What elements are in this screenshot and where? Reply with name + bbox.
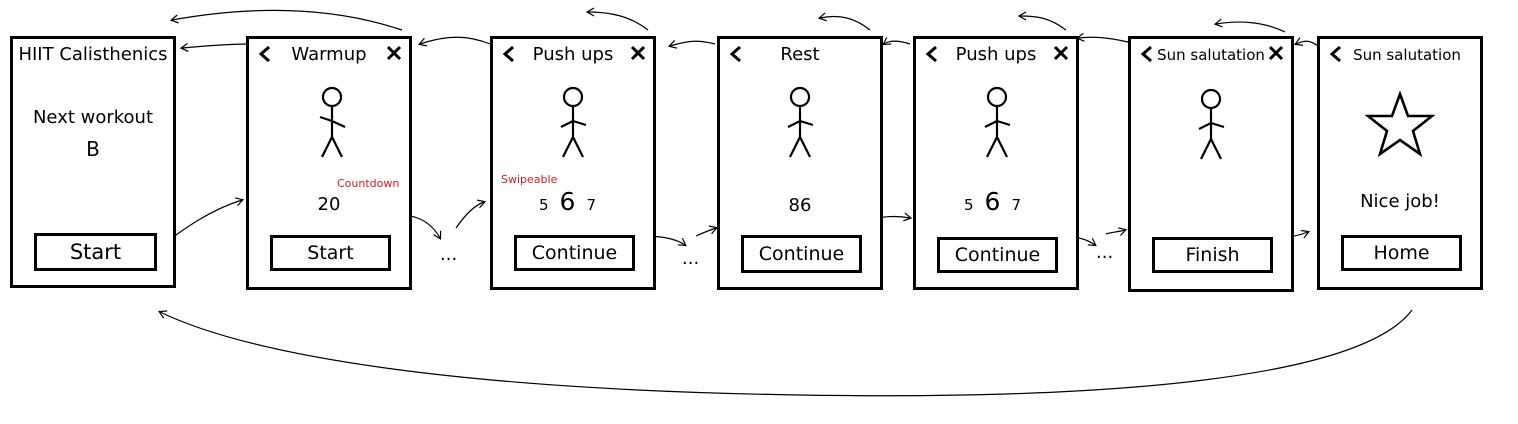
nice-job-message: Nice job! [1360, 191, 1440, 212]
chevron-left-icon[interactable] [1139, 45, 1155, 63]
reps-picker[interactable]: 5 6 7 [964, 187, 1021, 216]
chevron-left-icon[interactable] [728, 45, 744, 63]
countdown-annotation: Countdown [337, 177, 400, 190]
start-button[interactable]: Start [270, 235, 391, 271]
reps-option[interactable]: 5 [964, 196, 974, 214]
stick-figure-icon [1198, 88, 1225, 160]
home-title: HIIT Calisthenics [18, 44, 168, 65]
ellipsis: ... [682, 248, 700, 269]
stick-figure-icon [984, 86, 1011, 158]
warmup-title: Warmup [291, 44, 367, 65]
sun-salutation-screen: Sun salutation Finish [1128, 36, 1294, 292]
rest-screen: Rest 86 Continue [717, 36, 883, 290]
next-workout-value: B [86, 137, 100, 161]
reps-option[interactable]: 7 [586, 196, 596, 214]
pushups-screen: Push ups Swipeable 5 6 7 Continue [490, 36, 656, 290]
home-screen: HIIT Calisthenics Next workout B Start [10, 36, 176, 288]
workout-complete-screen: Sun salutation Nice job! Home [1317, 36, 1483, 290]
pushups-title: Push ups [532, 44, 614, 65]
reps-option[interactable]: 7 [1011, 196, 1021, 214]
reps-option[interactable]: 5 [539, 196, 549, 214]
rest-countdown: 86 [788, 195, 812, 216]
continue-button[interactable]: Continue [514, 235, 635, 271]
chevron-left-icon[interactable] [257, 45, 273, 63]
reps-selected[interactable]: 6 [559, 187, 576, 216]
ellipsis: ... [1096, 242, 1114, 263]
swipeable-annotation: Swipeable [501, 173, 558, 186]
chevron-left-icon[interactable] [1328, 45, 1344, 63]
warmup-screen: Warmup Countdown 20 Start [246, 36, 412, 290]
continue-button[interactable]: Continue [741, 235, 862, 273]
finish-button[interactable]: Finish [1152, 237, 1273, 273]
chevron-left-icon[interactable] [501, 45, 517, 63]
chevron-left-icon[interactable] [924, 45, 940, 63]
pushups-title: Push ups [955, 44, 1037, 65]
start-button[interactable]: Start [34, 233, 157, 271]
pushups-screen-2: Push ups 5 6 7 Continue [913, 36, 1079, 290]
rest-title: Rest [780, 44, 820, 65]
stick-figure-icon [319, 86, 346, 158]
complete-title: Sun salutation [1353, 46, 1461, 64]
close-icon[interactable] [1268, 45, 1284, 61]
next-workout-label: Next workout [32, 107, 154, 128]
reps-selected[interactable]: 6 [984, 187, 1001, 216]
close-icon[interactable] [1053, 45, 1069, 61]
star-icon [1365, 91, 1435, 157]
stick-figure-icon [787, 86, 814, 158]
close-icon[interactable] [630, 45, 646, 61]
continue-button[interactable]: Continue [937, 237, 1058, 273]
countdown-value: 20 [317, 194, 341, 215]
home-button[interactable]: Home [1341, 235, 1462, 271]
ellipsis: ... [440, 244, 458, 265]
sun-salutation-title: Sun salutation [1157, 46, 1265, 64]
reps-picker[interactable]: 5 6 7 [539, 187, 596, 216]
close-icon[interactable] [386, 45, 402, 61]
stick-figure-icon [560, 86, 587, 158]
